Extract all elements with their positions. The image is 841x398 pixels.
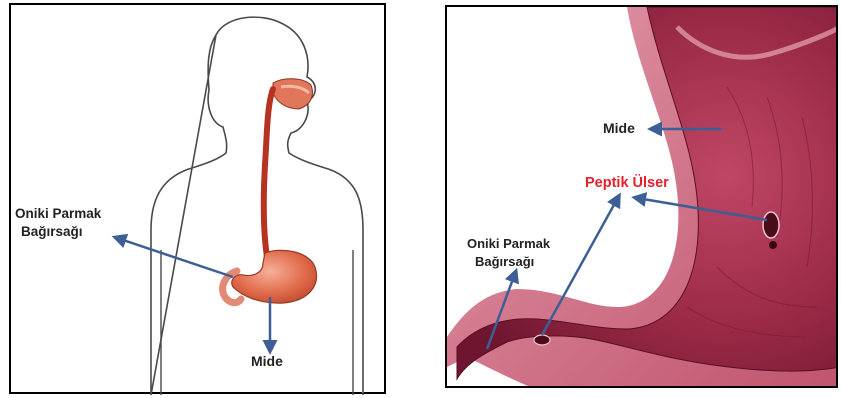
duodenum-label-line2: Bağırsağı: [15, 223, 101, 241]
stomach-cross-section-panel: Mide Peptik Ülser Oniki Parmak Bağırsağı: [445, 5, 838, 388]
human-body-illustration: [11, 5, 388, 396]
duodenum-right-line1: Oniki Parmak: [467, 235, 550, 253]
duodenum-right-line2: Bağırsağı: [467, 253, 550, 271]
stomach-label: Mide: [251, 353, 283, 369]
stomach-illustration: [232, 250, 317, 303]
duodenum-label: Oniki Parmak Bağırsağı: [15, 205, 101, 241]
duodenum-ulcer-spot: [534, 335, 550, 345]
body-diagram-panel: Oniki Parmak Bağırsağı Mide: [9, 3, 386, 394]
duodenum-label-right: Oniki Parmak Bağırsağı: [467, 235, 550, 271]
stomach-label-right: Mide: [603, 120, 635, 136]
body-outline: [151, 17, 363, 395]
peptic-ulcer-label: Peptik Ülser: [585, 175, 669, 191]
stomach-cross-section-illustration: [447, 7, 838, 388]
duodenum-label-line1: Oniki Parmak: [15, 205, 101, 223]
stomach-ulcer-spot: [763, 212, 779, 238]
